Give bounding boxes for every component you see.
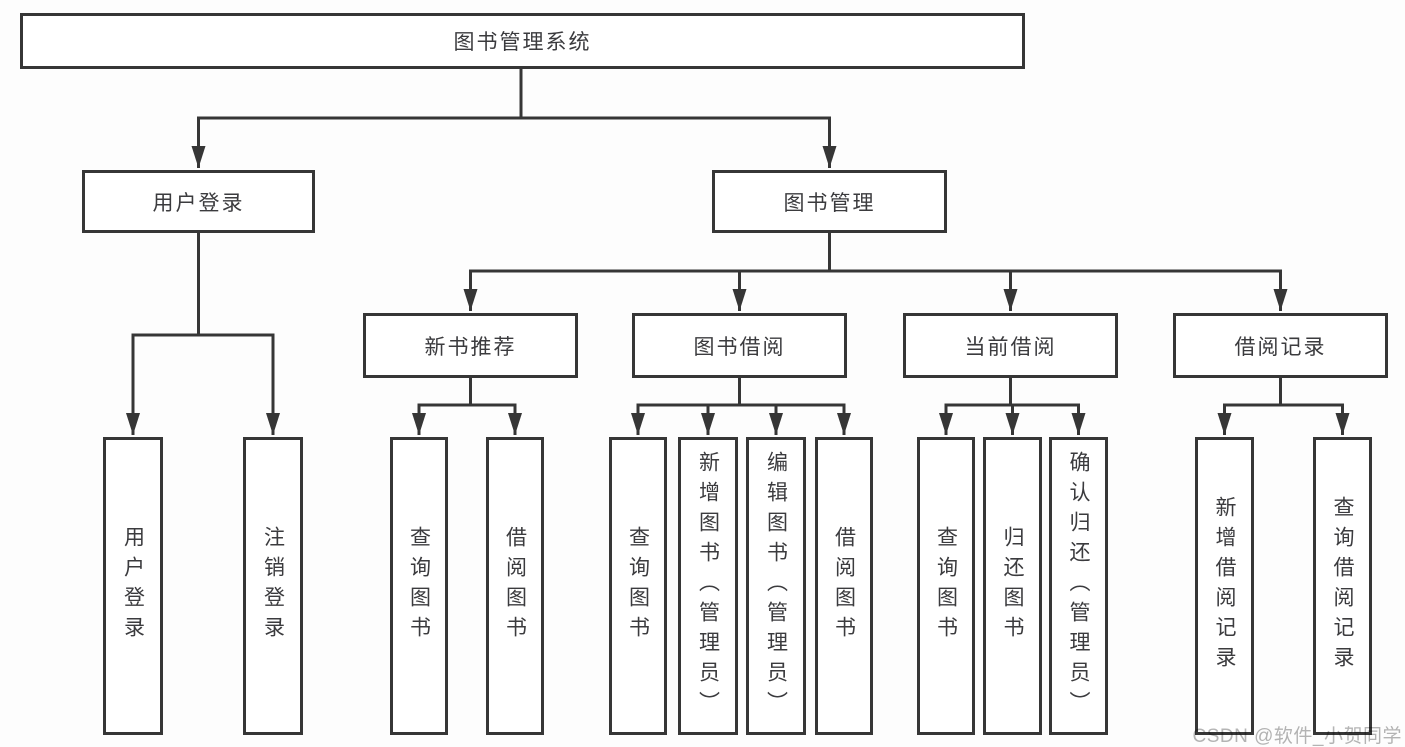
node-nbr-query-books: 查询图书 [390,437,448,735]
node-user-login-leaf: 用户登录 [103,437,163,735]
node-label: 编辑图书（管理员） [764,451,788,721]
node-br-query-record: 查询借阅记录 [1313,437,1372,735]
watermark: CSDN @软件_小贺同学 [1192,726,1402,747]
node-label: 查询图书 [934,526,958,646]
node-label: 注销登录 [261,526,285,646]
node-label: 归还图书 [1001,526,1024,646]
node-cb-return-books: 归还图书 [983,437,1042,735]
node-library-system: 图书管理系统 [20,13,1025,69]
node-cb-confirm-return-admin: 确认归还（管理员） [1049,437,1108,735]
node-label: 查询借阅记录 [1331,496,1354,676]
node-label: 新增借阅记录 [1213,496,1236,676]
node-bb-query-books: 查询图书 [609,437,667,735]
node-label: 确认归还（管理员） [1067,451,1090,721]
node-borrow-records: 借阅记录 [1173,313,1388,378]
node-br-add-record: 新增借阅记录 [1195,437,1254,735]
node-cb-query-books: 查询图书 [917,437,975,735]
node-label: 借阅图书 [832,526,856,646]
node-bb-edit-books-admin: 编辑图书（管理员） [746,437,806,735]
node-bb-borrow-books: 借阅图书 [815,437,873,735]
node-label: 查询图书 [407,526,431,646]
node-book-management: 图书管理 [712,170,947,233]
node-label: 新增图书（管理员） [696,451,720,721]
node-nbr-borrow-books: 借阅图书 [486,437,544,735]
node-new-book-recommend: 新书推荐 [363,313,578,378]
node-label: 查询图书 [626,526,650,646]
node-label: 借阅图书 [503,526,527,646]
node-bb-add-books-admin: 新增图书（管理员） [678,437,738,735]
node-book-borrow: 图书借阅 [632,313,847,378]
node-user-login: 用户登录 [82,170,315,233]
node-current-borrow: 当前借阅 [903,313,1118,378]
node-logout-leaf: 注销登录 [243,437,303,735]
node-label: 用户登录 [121,526,145,646]
